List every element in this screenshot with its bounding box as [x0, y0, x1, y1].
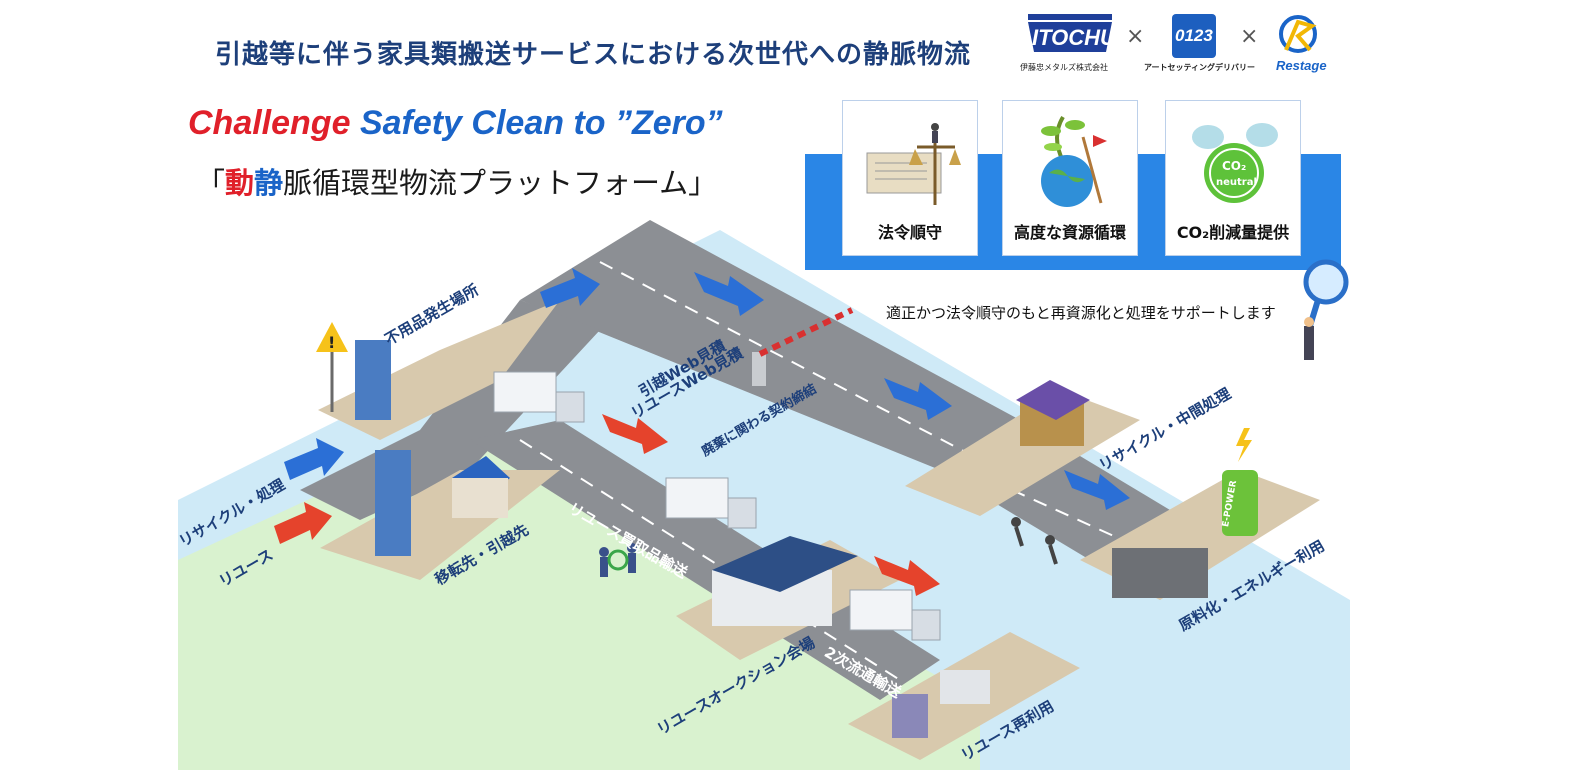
slogan-challenge: Challenge	[188, 104, 351, 142]
warning-sign-icon	[316, 322, 348, 352]
itochu-subtitle: 伊藤忠メタルズ株式会社	[1020, 63, 1108, 72]
recycle-factory-roof	[1016, 380, 1090, 420]
barrier-arm	[758, 307, 854, 357]
platform-red: 動	[225, 166, 255, 200]
blue-arrow-3	[884, 378, 952, 420]
truck-3	[849, 589, 941, 641]
card-label-co2: CO₂削減量提供	[1176, 223, 1290, 242]
shop-building	[940, 670, 990, 704]
restage-logo-icon	[1279, 15, 1317, 53]
road-upper	[520, 220, 1020, 470]
house-wall	[452, 478, 508, 518]
itochu-mark: ITOCHU	[1032, 25, 1116, 50]
co2-text: CO₂	[1222, 159, 1247, 173]
globe-tree-icon	[1041, 115, 1107, 207]
red-arrow-1	[602, 414, 668, 454]
card-compliance: 法令順守	[842, 100, 978, 256]
road-dash-1	[599, 261, 1001, 471]
slogan: Challenge Safety Clean to ”Zero”	[188, 104, 723, 143]
blue-arrow-2	[694, 272, 764, 316]
red-arrow-2	[874, 556, 940, 596]
platform-blue: 静	[254, 166, 284, 200]
card-label-compliance: 法令順守	[877, 223, 942, 242]
small-office	[892, 694, 928, 738]
logo-restage: Restage	[1268, 12, 1338, 76]
tower-building-2	[375, 450, 411, 556]
logo-itochu: ITOCHU 伊藤忠メタルズ株式会社	[1020, 12, 1120, 74]
scales-icon	[866, 123, 961, 205]
battery-tower	[1222, 470, 1258, 536]
card-label-resource-cycle: 高度な資源循環	[1013, 223, 1126, 242]
road-lower	[470, 420, 940, 700]
truck-2	[665, 477, 757, 529]
art-subtitle: アートセッティングデリバリー	[1144, 63, 1256, 72]
restage-mark: Restage	[1276, 58, 1327, 73]
blue-arrow-1	[540, 268, 600, 308]
platform-open: 「	[196, 166, 226, 200]
running-people	[1011, 517, 1058, 565]
card-co2: CO₂ neutral CO₂削減量提供	[1165, 100, 1301, 256]
truck-1	[493, 371, 585, 423]
times-sign-1: ×	[1126, 24, 1145, 49]
itochu-logo-icon	[1028, 14, 1112, 52]
support-note: 適正かつ法令順守のもと再資源化と処理をサポートします	[886, 304, 1276, 322]
lightning-icon	[1236, 428, 1252, 462]
logo-art: 0123 アートセッティングデリバリー	[1144, 14, 1255, 74]
warning-mark: !	[328, 333, 335, 352]
art-logo-icon	[1172, 14, 1216, 58]
card-resource-cycle: 高度な資源循環	[1002, 100, 1138, 256]
art-mark: 0123	[1175, 26, 1213, 45]
co2-neutral-icon	[1192, 123, 1278, 203]
times-sign-2: ×	[1240, 24, 1259, 49]
road-dash-2	[519, 439, 901, 681]
energy-plant	[1112, 548, 1208, 598]
blue-arrow-5	[284, 438, 344, 480]
people-group	[599, 543, 637, 577]
platform-title: 「動静脈循環型物流プラットフォーム」	[196, 160, 717, 202]
neutral-text: neutral	[1216, 177, 1257, 188]
platform-rest: 脈循環型物流プラットフォーム」	[283, 166, 718, 200]
blue-arrow-4	[1064, 470, 1130, 510]
barrier-post	[752, 352, 766, 386]
main-title: 引越等に伴う家具類搬送サービスにおける次世代への静脈物流	[215, 40, 972, 70]
magnifier-icon	[1303, 259, 1349, 360]
auction-solar-roof	[712, 536, 858, 592]
tower-building-1	[355, 340, 391, 420]
recycle-symbol-icon	[607, 549, 629, 571]
red-arrow-3	[274, 502, 332, 544]
slogan-safety: Safety Clean to ”Zero”	[359, 104, 723, 142]
